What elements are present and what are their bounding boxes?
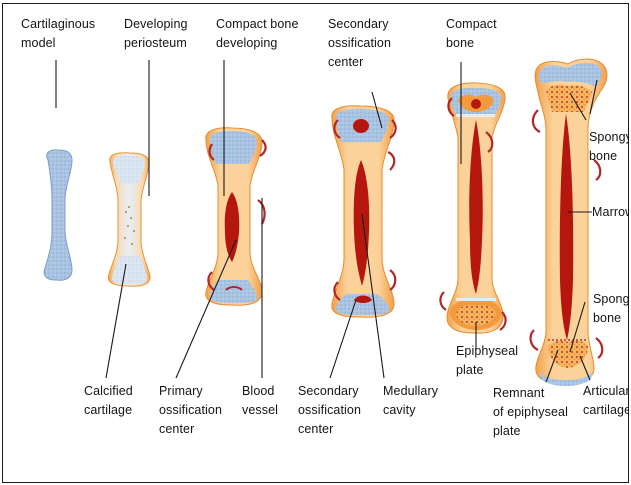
stage2-developing-periosteum	[108, 153, 150, 286]
label-epiphyseal-plate: Epiphyseal plate	[456, 342, 518, 380]
stage5-epiphyseal-plates	[440, 83, 505, 333]
label-secondary-ossification-center-top: Secondary ossification center	[328, 15, 391, 72]
label-compact-bone-developing: Compact bone developing	[216, 15, 299, 53]
label-cartilaginous-model: Cartilaginous model	[21, 15, 95, 53]
stage3-primary-ossification	[206, 128, 266, 305]
stage6-mature-bone	[531, 59, 607, 386]
label-compact-bone: Compact bone	[446, 15, 497, 53]
label-articular-cartilage: Articular cartilage	[583, 382, 629, 420]
stage4-secondary-ossification	[332, 106, 396, 317]
leader-primary-ossification	[176, 240, 236, 378]
stage1-cartilage-model	[44, 150, 72, 280]
label-remnant-epiphyseal-plate: Remnant of epiphyseal plate	[493, 384, 568, 441]
label-secondary-ossification-center-bottom: Secondary ossification center	[298, 382, 361, 439]
label-primary-ossification-center: Primary ossification center	[159, 382, 222, 439]
label-calcified-cartilage: Calcified cartilage	[84, 382, 133, 420]
label-blood-vessel: Blood vessel	[242, 382, 278, 420]
label-marrow: Marrow	[592, 203, 629, 222]
label-medullary-cavity: Medullary cavity	[383, 382, 438, 420]
label-spongy-bone-top: Spongy bone	[589, 128, 629, 166]
label-developing-periosteum: Developing periosteum	[124, 15, 188, 53]
label-spongy-bone-bottom: Spongy bone	[593, 290, 629, 328]
